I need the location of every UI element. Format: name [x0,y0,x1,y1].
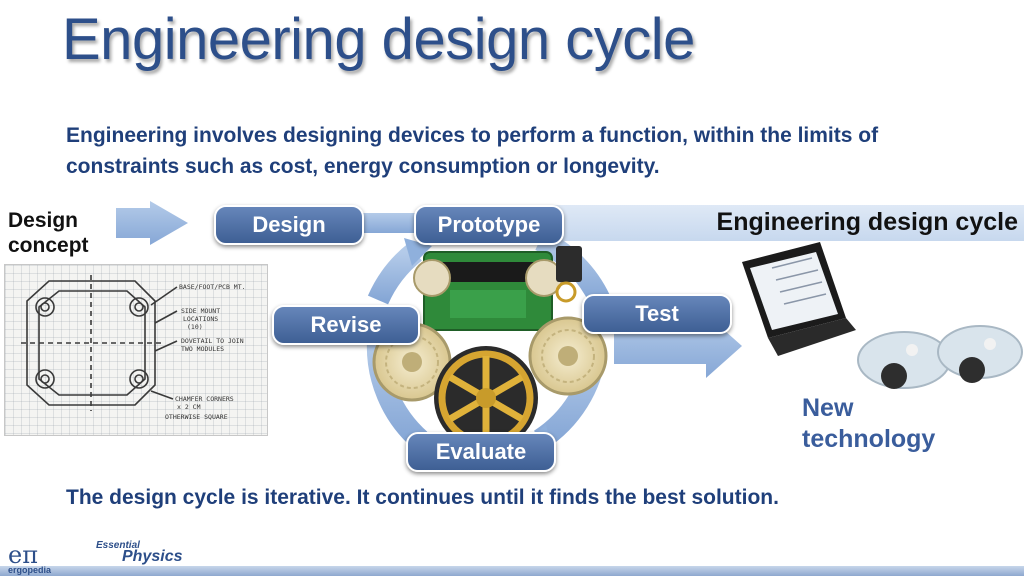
prototype-robot-image [413,246,582,331]
series-bottom: Physics [122,548,183,565]
brand-name: ergopedia [8,565,52,575]
sketch-drawing [21,275,178,411]
intro-text: Engineering involves designing devices t… [66,124,879,178]
wheel-image-right [528,316,608,396]
footer-note: The design cycle is iterative. It contin… [66,486,779,509]
stage-revise: Revise [272,305,420,345]
sketch-note-locations: LOCATIONS [183,315,219,323]
sketch-note-square: OTHERWISE SQUARE [165,413,228,421]
new-technology-label: New technology [802,394,936,453]
sketch-note-two-modules: TWO MODULES [181,345,225,353]
sketch-note-count: (10) [187,323,203,331]
robot-modules-image [857,325,1023,389]
footer-bar [0,566,1024,576]
stage-evaluate: Evaluate [406,432,556,472]
sketch-note-dovetail: DOVETAIL TO JOIN [181,337,244,345]
laptop-image [742,242,856,356]
series-top: Essential [96,540,140,551]
ergopedia-logo: eπ ergopedia [8,541,52,575]
stage-prototype: Prototype [414,205,564,245]
sketch-note-base: BASE/FOOT/PCB MT. [179,283,246,291]
cycle-banner: Engineering design cycle [548,205,1024,241]
essential-physics-logo: Essential Physics [96,540,182,566]
cycle-banner-text: Engineering design cycle [716,208,1018,236]
sketch-note-chamfer: CHAMFER CORNERS [175,395,234,403]
stage-design: Design [214,205,364,245]
input-arrow [116,201,188,245]
design-sketch-image: BASE/FOOT/PCB MT. SIDE MOUNT LOCATIONS (… [4,264,268,436]
wheel-image-center [434,346,538,450]
design-to-prototype-bar [358,213,428,233]
stage-test: Test [582,294,732,334]
page-title: Engineering design cycle [62,7,695,72]
design-concept-label: Design concept [8,209,89,257]
brand-symbol: eπ [8,541,38,569]
sketch-note-size: x 2 CM [177,403,201,411]
sketch-note-side-mount: SIDE MOUNT [181,307,221,315]
